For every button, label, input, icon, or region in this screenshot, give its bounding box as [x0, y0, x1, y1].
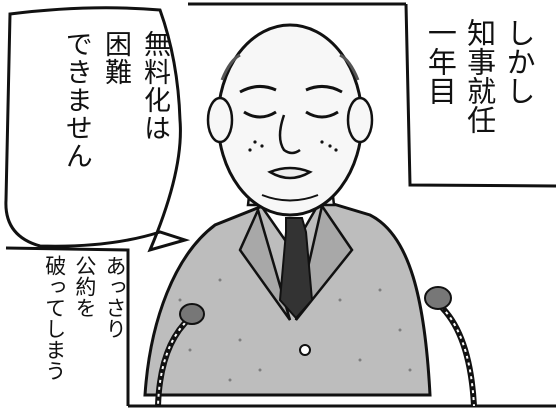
caption-top-line: 知事就任: [462, 18, 497, 134]
suit-figure: [143, 198, 432, 397]
panel-borders: [5, 2, 557, 408]
caption-bottom-line: 破ってしまう: [42, 255, 67, 381]
eye-left: [243, 110, 277, 119]
necktie: [278, 217, 314, 320]
speech-line: 無料化は: [139, 30, 170, 142]
head: [206, 23, 374, 217]
speech-line: できません: [60, 30, 92, 170]
caption-top-line: 一年目: [423, 18, 458, 105]
microphone-right: [424, 286, 477, 407]
speech-bubble: [4, 6, 191, 253]
microphone-left: [155, 303, 205, 407]
caption-top: しかし 知事就任 一年目: [415, 18, 536, 188]
caption-bottom-line: あっさり: [103, 255, 127, 339]
speech-bubble-text: 無料化は 困難 できません: [30, 30, 170, 230]
mouth: [267, 166, 313, 180]
eye-right: [305, 110, 339, 119]
caption-bottom-line: 公約を: [72, 255, 97, 318]
caption-top-line: しかし: [502, 18, 536, 105]
caption-bottom: あっさり 公約を 破ってしまう: [22, 255, 127, 405]
speech-line: 困難: [99, 30, 131, 86]
